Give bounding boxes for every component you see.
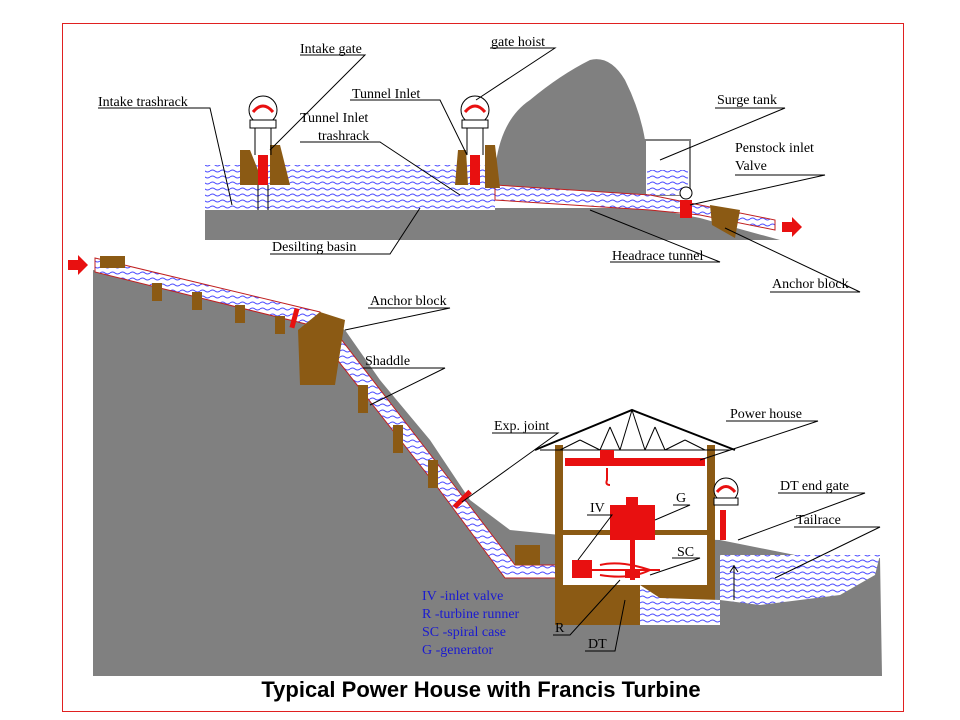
label-penstock-inlet-valve-2: Valve [735, 159, 767, 174]
tunnel-inlet-wall [485, 145, 500, 188]
flow-arrow-in [68, 255, 88, 275]
label-tunnel-inlet-trashrack-1: Tunnel Inlet [300, 111, 368, 126]
legend-r: R -turbine runner [422, 607, 520, 622]
legend-iv: IV -inlet valve [422, 589, 503, 604]
saddle-supports [100, 256, 438, 488]
label-anchor-block-top: Anchor block [772, 277, 849, 292]
label-tunnel-inlet-trashrack-2: trashrack [318, 129, 369, 144]
label-desilting-basin: Desilting basin [272, 240, 356, 255]
anchor-block [298, 312, 345, 385]
label-headrace-tunnel: Headrace tunnel [612, 249, 703, 264]
intake-wall [270, 145, 290, 185]
label-shaddle: Shaddle [365, 354, 410, 369]
expansion-joint [452, 489, 472, 509]
legend-sc: SC -spiral case [422, 625, 506, 640]
tunnel-inlet-structure [455, 150, 468, 185]
anchor-block-low [515, 545, 540, 565]
label-anchor-block: Anchor block [370, 294, 447, 309]
label-tunnel-inlet: Tunnel Inlet [352, 87, 420, 102]
label-r: R [555, 621, 565, 636]
label-tailrace: Tailrace [796, 513, 841, 528]
label-dt: DT [588, 637, 607, 652]
labels: Intake gate gate hoist Intake trashrack … [98, 35, 849, 652]
penstock-inlet-valve [680, 200, 692, 218]
label-intake-trashrack: Intake trashrack [98, 95, 188, 110]
label-iv: IV [590, 501, 605, 516]
label-gate-hoist: gate hoist [491, 35, 545, 50]
label-penstock-inlet-valve-1: Penstock inlet [735, 141, 814, 156]
power-house [534, 408, 736, 625]
label-dt-end-gate: DT end gate [780, 479, 849, 494]
label-power-house: Power house [730, 407, 802, 422]
label-g: G [676, 491, 686, 506]
upper-ground [205, 208, 780, 240]
anchor-block-top [710, 205, 740, 238]
tailrace-water [720, 555, 880, 605]
expansion-joint-upper [289, 307, 300, 329]
diagram-frame [62, 23, 904, 712]
label-surge-tank: Surge tank [717, 93, 777, 108]
flow-arrow-out [782, 217, 802, 237]
legend-g: G -generator [422, 643, 493, 658]
label-exp-joint: Exp. joint [494, 419, 549, 434]
page-title: Typical Power House with Francis Turbine [261, 677, 700, 702]
lower-section [68, 255, 882, 676]
headrace-tunnel [494, 184, 776, 231]
label-intake-gate: Intake gate [300, 42, 362, 57]
intake-structure [240, 150, 262, 185]
gate-hoist-intake [248, 95, 278, 155]
intake-gate [258, 155, 268, 185]
tunnel-inlet-gate [470, 155, 480, 185]
upper-section [98, 47, 861, 293]
legend: IV -inlet valve R -turbine runner SC -sp… [422, 589, 520, 658]
gate-hoist-tunnel [460, 95, 490, 155]
label-sc: SC [677, 545, 694, 560]
mountain [495, 59, 645, 200]
dt-end-gate [713, 477, 739, 600]
